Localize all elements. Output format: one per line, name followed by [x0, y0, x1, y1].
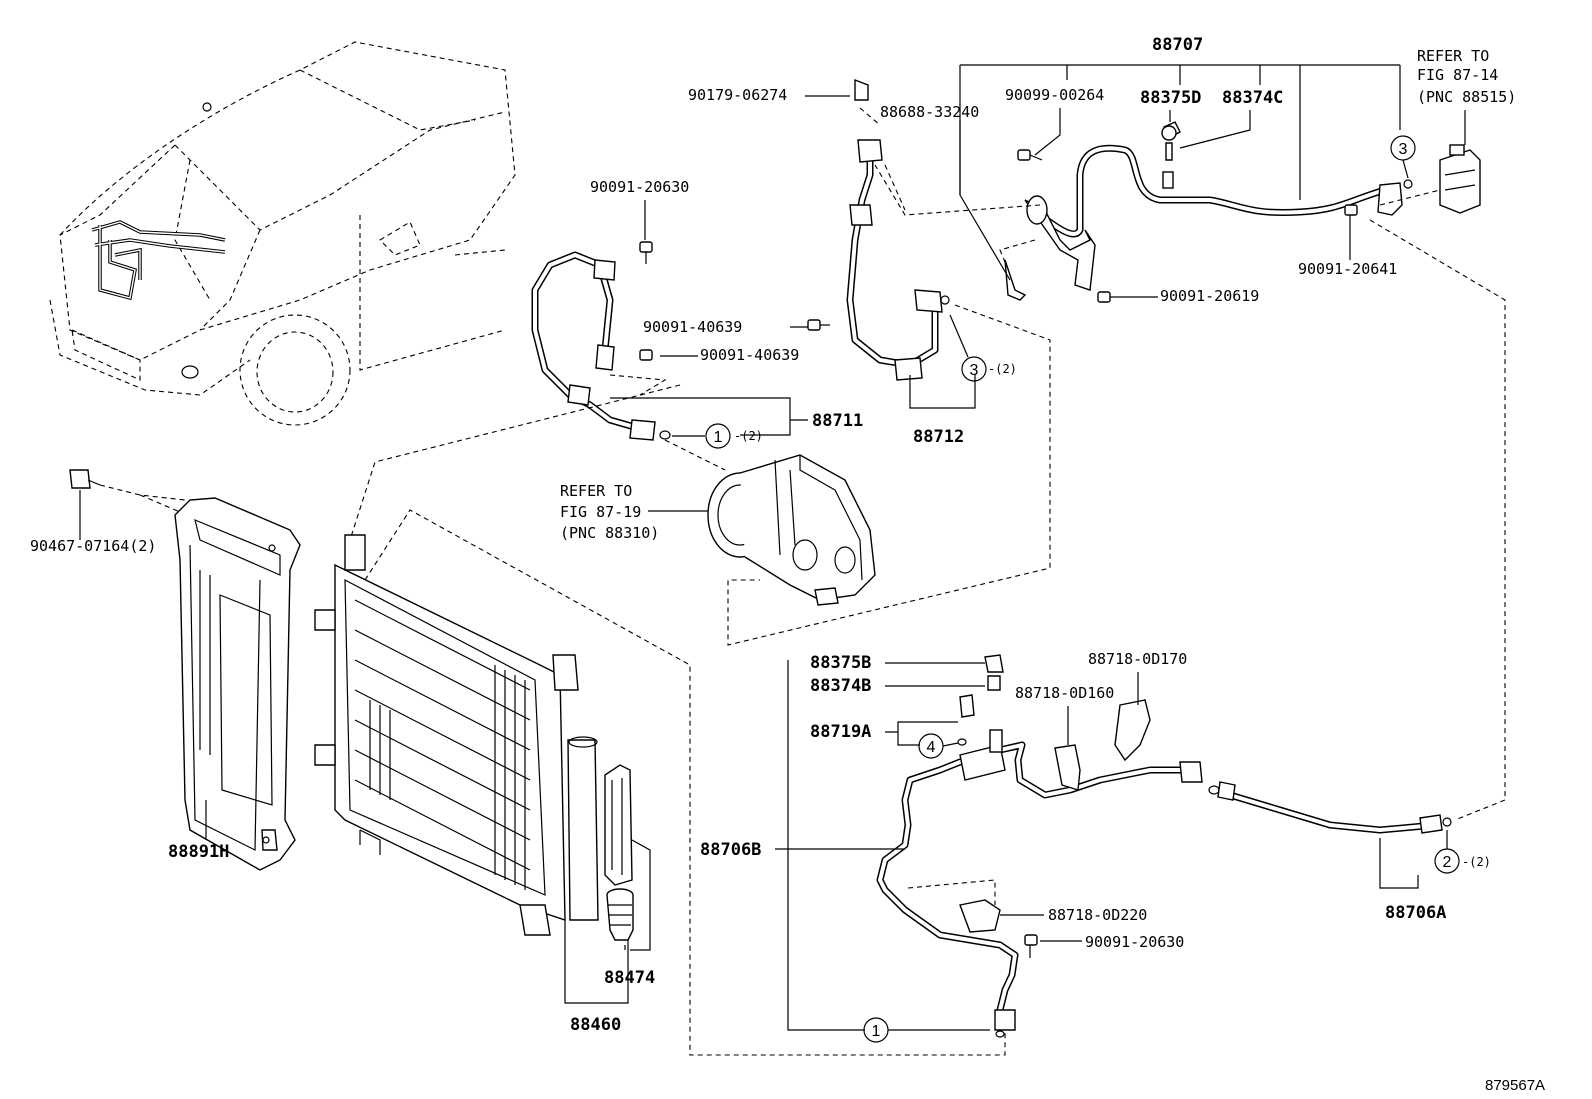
label-88375D: 88375D: [1140, 88, 1201, 108]
refer-fig-87-19-line1: REFER TO: [560, 482, 632, 500]
label-88706A: 88706A: [1385, 903, 1446, 923]
label-88460: 88460: [570, 1015, 621, 1035]
callout-4-text: 4: [927, 739, 936, 756]
callout-1: [863, 1017, 889, 1043]
label-90091-20641: 90091-20641: [1298, 260, 1397, 278]
label-90091-20630: 90091-20630: [1085, 933, 1184, 951]
label-88474: 88474: [604, 968, 655, 988]
callout-1: [705, 423, 731, 449]
receiver-88474: [604, 764, 634, 941]
label-88718-0D170: 88718-0D170: [1088, 650, 1187, 668]
label-88375B: 88375B: [810, 653, 871, 673]
pipe-clamps: [959, 699, 1151, 958]
label-88374B: 88374B: [810, 676, 871, 696]
vehicle-illustration: [49, 41, 516, 426]
figure-id: 879567A: [1485, 1077, 1545, 1094]
label-88891H: 88891H: [168, 842, 229, 862]
discharge-hose-88712: [846, 78, 950, 381]
bolt-icon: [1024, 934, 1038, 946]
label-88711: 88711: [812, 411, 863, 431]
labels-compressor: REFER TO FIG 87-19 (PNC 88310): [349, 304, 1051, 646]
label-88718-0D160: 88718-0D160: [1015, 684, 1114, 702]
callout-3-text: 3: [970, 362, 979, 379]
callout-1-qty: -(2): [734, 429, 763, 443]
condenser-88460: [314, 534, 599, 936]
bolt-icon: [639, 349, 653, 361]
bolt-icon: [807, 319, 821, 331]
label-90091-20630: 90091-20630: [590, 178, 689, 196]
refer-fig-87-14-line3: (PNC 88515): [1417, 88, 1516, 106]
label-88374C: 88374C: [1222, 88, 1283, 108]
bolt-icon: [639, 241, 653, 253]
labels-88706: 1 88375B 88374B 88719A 4 88706B 88718-0D…: [700, 219, 1506, 1043]
label-88688-33240: 88688-33240: [880, 103, 979, 121]
callout-3-text: 3: [1399, 141, 1408, 158]
label-88707: 88707: [1152, 35, 1203, 55]
labels-88711: 90091-20630 90091-40639 90091-40639 8871…: [590, 178, 863, 471]
label-90091-40639: 90091-40639: [700, 346, 799, 364]
callout-2-text: 2: [1443, 854, 1452, 871]
bolt-icon: [69, 469, 91, 489]
callout-3-qty: -(2): [988, 362, 1017, 376]
refer-fig-87-19-line3: (PNC 88310): [560, 524, 659, 542]
label-88706B: 88706B: [700, 840, 761, 860]
labels-88460: 88460: [364, 509, 1006, 1056]
suction-pipe-88707: [1024, 121, 1413, 291]
bolt-icon: [1004, 149, 1358, 303]
refer-fig-87-14-line1: REFER TO: [1417, 47, 1489, 65]
compressor: [707, 454, 876, 606]
callout-3: [961, 356, 987, 382]
refer-fig-87-19-line2: FIG 87-19: [560, 503, 641, 521]
suction-hose-88711: [531, 251, 671, 441]
refer-fig-87-14-line2: FIG 87-14: [1417, 66, 1498, 84]
label-90099-00264: 90099-00264: [1005, 86, 1104, 104]
label-90179-06274: 90179-06274: [688, 86, 787, 104]
label-88712: 88712: [913, 427, 964, 447]
label-90467-07164: 90467-07164(2): [30, 537, 156, 555]
label-90091-20619: 90091-20619: [1160, 287, 1259, 305]
liquid-pipe-88706: [876, 654, 1452, 1038]
labels-88707: 88707 88688-33240 90099-00264 88375D 883…: [874, 35, 1516, 305]
callout-2-qty: -(2): [1462, 855, 1491, 869]
labels-88712: 90179-06274 88712 3 -(2): [688, 86, 1017, 447]
label-88718-0D220: 88718-0D220: [1048, 906, 1147, 924]
labels-88891H: 90467-07164(2) 88891H: [30, 469, 229, 862]
callout-1-text: 1: [872, 1023, 881, 1040]
label-90091-40639: 90091-40639: [643, 318, 742, 336]
callout-1-text: 1: [714, 429, 723, 446]
fan-shroud-88891H: [174, 497, 301, 871]
label-88719A: 88719A: [810, 722, 871, 742]
expansion-valve: [1439, 144, 1481, 214]
labels-88474: 88474: [604, 839, 655, 988]
